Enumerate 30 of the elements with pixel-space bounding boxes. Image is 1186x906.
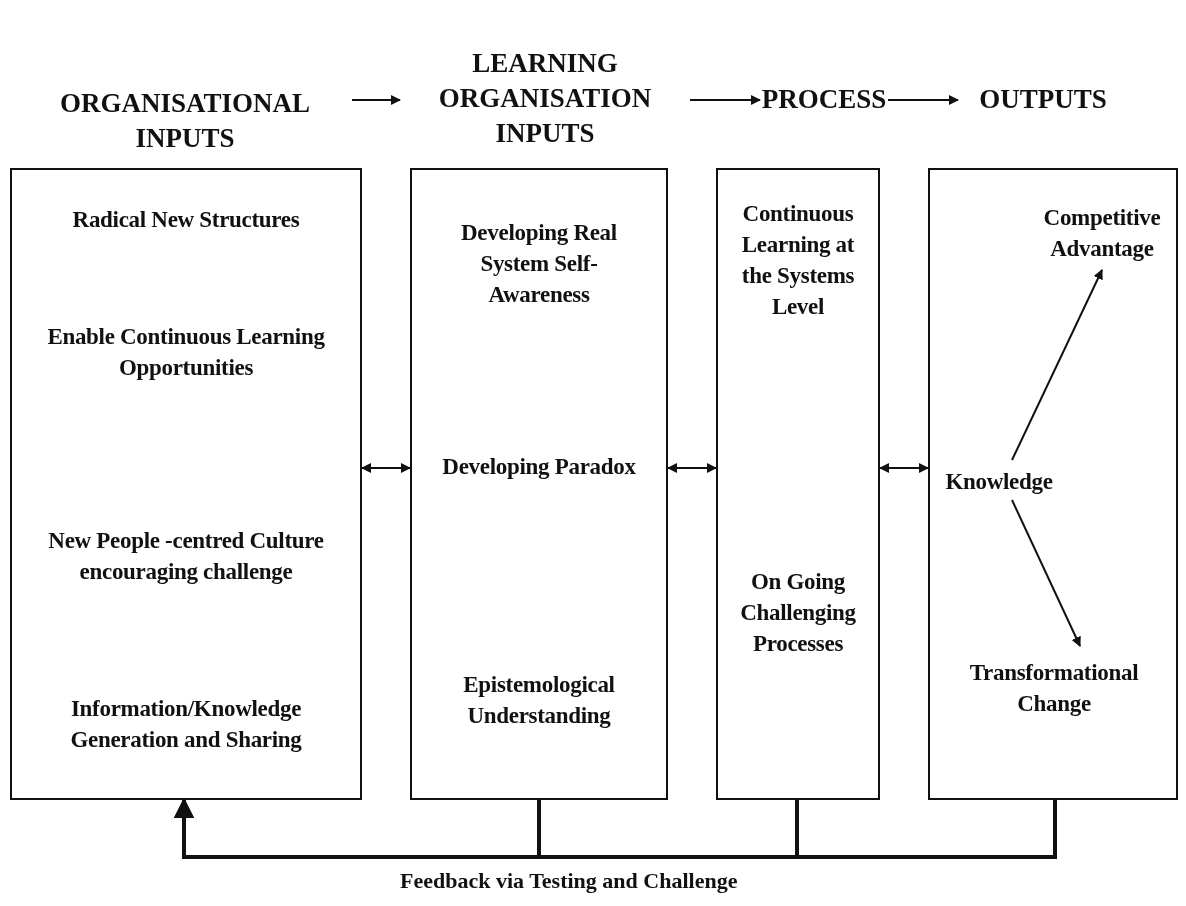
column-item: Competitive Advantage: [1042, 203, 1162, 263]
column-item: Radical New Structures: [71, 206, 301, 235]
arrow: [667, 463, 717, 473]
arrow: [361, 463, 411, 473]
column-box: [10, 168, 362, 800]
column-item: Developing Paradox: [441, 453, 637, 482]
column-item: Transformational Change: [968, 658, 1140, 718]
arrow: [689, 95, 761, 105]
column-item: Continuous Learning at the Systems Level: [740, 199, 856, 322]
column-item: Knowledge: [944, 468, 1054, 497]
column-item: Information/Knowledge Generation and Sharing: [69, 694, 303, 754]
feedback-arrow: [174, 798, 1057, 859]
feedback-caption: Feedback via Testing and Challenge: [400, 868, 738, 894]
arrow: [887, 95, 959, 105]
column-item: Developing Real System Self-Awareness: [460, 219, 618, 310]
arrow: [351, 95, 401, 105]
column-box: [928, 168, 1178, 800]
column-box: [410, 168, 668, 800]
stage-heading: PROCESS: [760, 83, 888, 117]
column-box: [716, 168, 880, 800]
column-item: Epistemological Understanding: [462, 670, 616, 730]
stage-heading: ORGANISATIONAL INPUTS: [58, 86, 311, 155]
stage-heading: OUTPUTS: [978, 83, 1108, 117]
column-item: New People -centred Culture encouraging challenge: [47, 526, 325, 586]
arrow: [879, 463, 929, 473]
arrow: [1011, 269, 1103, 461]
column-item: Enable Continuous Learning Opportunities: [46, 322, 326, 382]
stage-heading: LEARNING ORGANISATION INPUTS: [437, 47, 653, 151]
arrow: [1011, 499, 1081, 647]
column-item: On Going Challenging Processes: [739, 568, 857, 659]
